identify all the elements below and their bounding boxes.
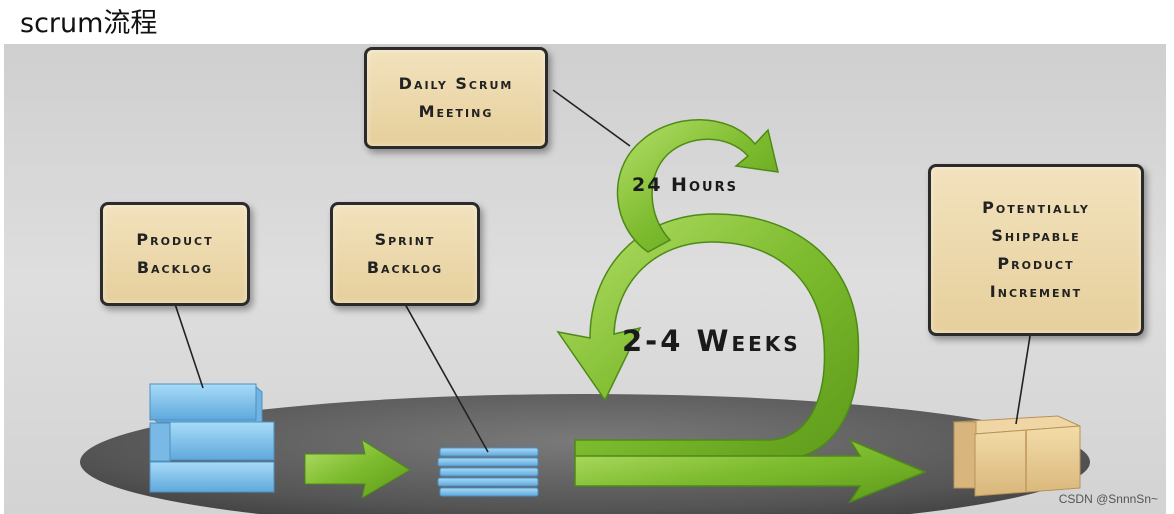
product-backlog-stack bbox=[149, 383, 275, 493]
daily-scrum-label: Daily Scrum Meeting bbox=[398, 74, 514, 121]
page-heading: scrum流程 bbox=[20, 8, 158, 39]
increment-arrow bbox=[574, 438, 927, 504]
sprint-backlog-connector bbox=[404, 303, 489, 453]
product-increment-package bbox=[952, 415, 1081, 497]
daily-cycle-label: 24 Hours bbox=[632, 174, 738, 196]
increment-box: Potentially Shippable Product Increment bbox=[928, 164, 1144, 336]
daily-scrum-connector bbox=[552, 89, 631, 147]
backlog-arrow bbox=[304, 438, 411, 500]
scrum-process-diagram: Daily Scrum Meeting Product Backlog Spri… bbox=[0, 42, 1174, 514]
daily-cycle-arrow bbox=[616, 119, 779, 253]
sprint-cycle-label: 2-4 Weeks bbox=[622, 324, 801, 358]
sprint-backlog-box: Sprint Backlog bbox=[330, 202, 480, 306]
increment-label: Potentially Shippable Product Increment bbox=[982, 198, 1090, 301]
product-backlog-label: Product Backlog bbox=[136, 230, 214, 277]
sprint-backlog-stack bbox=[437, 447, 539, 497]
sprint-backlog-label: Sprint Backlog bbox=[366, 230, 444, 277]
product-backlog-connector bbox=[174, 303, 204, 389]
daily-scrum-box: Daily Scrum Meeting bbox=[364, 47, 548, 149]
sprint-cycle-arrow bbox=[556, 213, 860, 461]
increment-connector bbox=[1015, 335, 1031, 425]
product-backlog-box: Product Backlog bbox=[100, 202, 250, 306]
watermark: CSDN @SnnnSn~ bbox=[1058, 492, 1158, 506]
